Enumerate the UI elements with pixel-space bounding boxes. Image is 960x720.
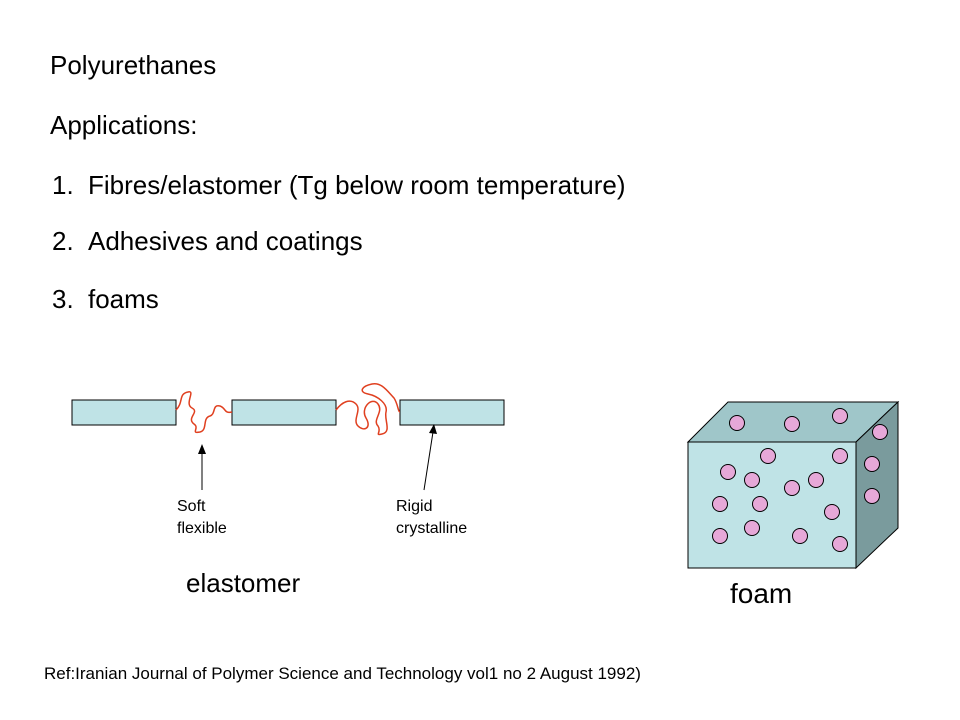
foam-bubble [729,415,745,431]
slide-subtitle: Applications: [50,110,198,140]
reference-citation: Ref:Iranian Journal of Polymer Science a… [44,664,641,683]
foam-bubble [832,408,848,424]
list-item-number: 2. [52,226,74,256]
foam-bubble [864,456,880,472]
list-item-number: 1. [52,170,74,200]
foam-bubble [792,528,808,544]
list-item-number: 3. [52,284,74,314]
foam-bubble [864,488,880,504]
slide-title: Polyurethanes [50,50,217,80]
foam-cube-front-face [687,441,857,569]
list-item-text: foams [88,284,159,314]
arrow-head [429,424,437,434]
rigid-segment-block [399,399,505,426]
list-item: 2. Adhesives and coatings [52,226,363,257]
foam-bubble [760,448,776,464]
elastomer-label: elastomer [186,568,301,598]
list-item: 3. foams [52,284,159,315]
foam-bubble [784,480,800,496]
foam-bubble [720,464,736,480]
foam-bubble [712,528,728,544]
rigid-segment-block [71,399,177,426]
foam-bubble [712,496,728,512]
arrow-line [423,431,434,491]
soft-chain-segment [335,383,401,436]
list-item-text: Adhesives and coatings [88,226,363,256]
soft-flexible-label: Soft flexible [177,498,227,537]
soft-chain-segment [175,391,233,434]
list-item-text: Fibres/elastomer (Tg below room temperat… [88,170,626,200]
foam-bubble [784,416,800,432]
foam-bubble [744,472,760,488]
foam-bubble [752,496,768,512]
rigid-crystalline-label: Rigid crystalline [396,498,468,537]
foam-label: foam [730,578,793,609]
foam-bubble [744,520,760,536]
foam-bubble [872,424,888,440]
foam-bubble [832,448,848,464]
foam-bubbles [712,408,888,552]
list-item: 1. Fibres/elastomer (Tg below room temper… [52,170,626,201]
foam-bubble [824,504,840,520]
foam-bubble [832,536,848,552]
arrow-head [198,444,206,454]
rigid-segment-block [231,399,337,426]
foam-bubble [808,472,824,488]
